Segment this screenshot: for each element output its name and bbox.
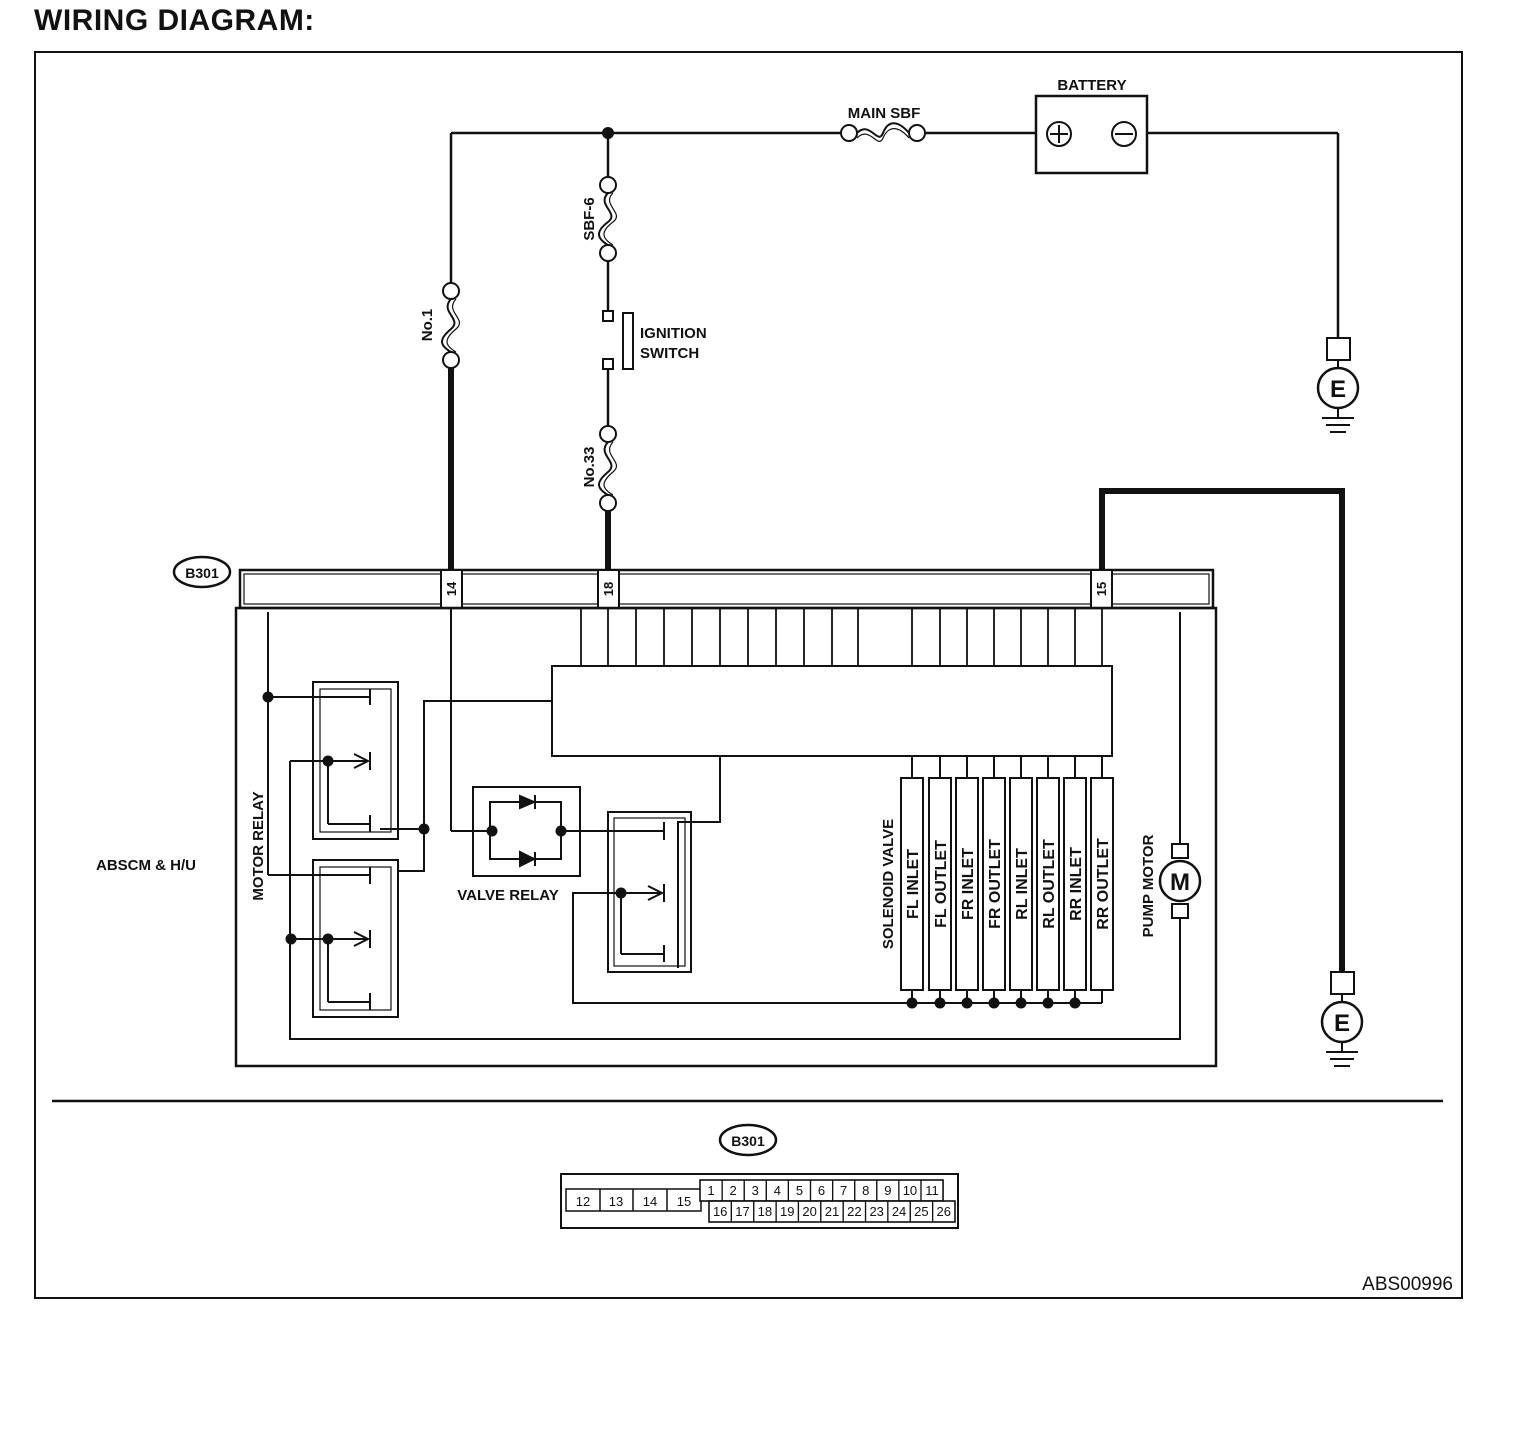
- connector-face-pin-label: 26: [937, 1204, 951, 1219]
- connector-face-pin-label: 1: [707, 1183, 714, 1198]
- power-supply: [449, 131, 1340, 426]
- connector-face-pin-label: 16: [713, 1204, 727, 1219]
- battery-icon: [1034, 94, 1149, 175]
- ground-label: E: [1334, 1010, 1350, 1037]
- valve-relay-label: VALVE RELAY: [457, 887, 558, 904]
- connector-face-pin-label: 11: [925, 1183, 939, 1198]
- ground-label: E: [1330, 376, 1346, 403]
- solenoid-label: RL OUTLET: [1041, 839, 1058, 929]
- control-unit-block: [551, 665, 1113, 757]
- motor-relay-label: MOTOR RELAY: [250, 791, 267, 900]
- figure-code: ABS00996: [1362, 1274, 1453, 1295]
- connector-face-pin-label: 22: [847, 1204, 861, 1219]
- solenoid-label: FL OUTLET: [933, 840, 950, 928]
- no33-fuse-icon: [598, 425, 617, 512]
- pump-motor-symbol: M: [1170, 869, 1190, 896]
- solenoid-label: RR OUTLET: [1095, 838, 1112, 930]
- ignition-switch-label-line1: IGNITION: [640, 325, 707, 342]
- cell-12: 12: [576, 1194, 590, 1209]
- ground-icon: [1316, 337, 1360, 433]
- solenoid-valves: [900, 777, 1114, 991]
- no1-fuse-icon: [441, 282, 460, 369]
- pin-14-label: 14: [444, 581, 459, 596]
- connector-b301: [238, 568, 1215, 610]
- solenoid-fl-inlet: [900, 777, 924, 991]
- main-sbf-fuse-icon: [840, 122, 926, 142]
- pin-15-label: 15: [1094, 582, 1109, 596]
- connector-face-pin-label: 23: [869, 1204, 883, 1219]
- pump-motor-label: PUMP MOTOR: [1140, 834, 1157, 937]
- valve-relay-icon: [561, 811, 692, 973]
- abscm-module-box: [234, 606, 1218, 1068]
- connector-face-badge-label: B301: [731, 1133, 765, 1149]
- connector-face-pin-label: 8: [862, 1183, 869, 1198]
- connector-face-pin-label: 9: [884, 1183, 891, 1198]
- solenoid-label: RR INLET: [1068, 847, 1085, 921]
- connector-face-pin-label: 18: [758, 1204, 772, 1219]
- cell-14: 14: [643, 1194, 657, 1209]
- internal-wiring: [267, 608, 1181, 1040]
- no1-label: No.1: [419, 309, 436, 342]
- pin-18-label: 18: [601, 582, 616, 596]
- solenoid-fl-outlet: [928, 777, 952, 991]
- solenoid-rl-inlet: [1009, 777, 1033, 991]
- connector-face-badge: [718, 1123, 778, 1157]
- connector-face-pin-label: 3: [752, 1183, 759, 1198]
- signal-lines: [580, 608, 1103, 666]
- connector-face-pin-label: 10: [903, 1183, 917, 1198]
- module-label: ABSCM & H/U: [96, 857, 196, 874]
- connector-face-pin-label: 19: [780, 1204, 794, 1219]
- ignition-switch-label-line2: SWITCH: [640, 345, 699, 362]
- connector-badge: [172, 555, 232, 589]
- solenoid-label: FL INLET: [905, 849, 922, 919]
- solenoid-label: RL INLET: [1014, 848, 1031, 920]
- pump-motor-icon: [1158, 843, 1202, 919]
- connector-face-pin-label: 4: [774, 1183, 781, 1198]
- no33-label: No.33: [581, 447, 598, 488]
- connector-badge-label: B301: [185, 565, 219, 581]
- sbf6-fuse-icon: [598, 176, 617, 262]
- solenoid-valve-label: SOLENOID VALVE: [880, 819, 897, 949]
- connector-face-pin-label: 7: [840, 1183, 847, 1198]
- solenoid-rr-outlet: [1090, 777, 1114, 991]
- cell-13: 13: [609, 1194, 623, 1209]
- connector-face-pin-label: 17: [735, 1204, 749, 1219]
- connector-face-pin-label: 5: [796, 1183, 803, 1198]
- ground-icon: [1320, 971, 1364, 1067]
- main-sbf-label: MAIN SBF: [848, 105, 921, 122]
- connector-face-pin-label: 25: [914, 1204, 928, 1219]
- connector-face-cell: [931, 1200, 956, 1223]
- solenoid-fr-inlet: [955, 777, 979, 991]
- solenoid-label: FR OUTLET: [987, 839, 1004, 929]
- harness-wires: [448, 368, 1345, 972]
- motor-relay-icon: [312, 859, 399, 1018]
- connector-face-pin-label: 6: [818, 1183, 825, 1198]
- page-title: WIRING DIAGRAM:: [34, 4, 315, 37]
- motor-relay-icon: [312, 681, 399, 840]
- cell-15: 15: [677, 1194, 691, 1209]
- junction-dot: [602, 127, 614, 139]
- solenoid-label: FR INLET: [960, 848, 977, 920]
- battery-label: BATTERY: [1057, 77, 1126, 94]
- connector-face-pin-label: 2: [730, 1183, 737, 1198]
- connector-face-pin-label: 21: [825, 1204, 839, 1219]
- solenoid-rr-inlet: [1063, 777, 1087, 991]
- solenoid-rl-outlet: [1036, 777, 1060, 991]
- ignition-switch-icon: [602, 310, 634, 370]
- sbf6-label: SBF-6: [581, 197, 598, 240]
- connector-face-pin-label: 20: [802, 1204, 816, 1219]
- connector-face-pin-label: 24: [892, 1204, 906, 1219]
- diagram-frame: [34, 51, 1463, 1299]
- solenoid-fr-outlet: [982, 777, 1006, 991]
